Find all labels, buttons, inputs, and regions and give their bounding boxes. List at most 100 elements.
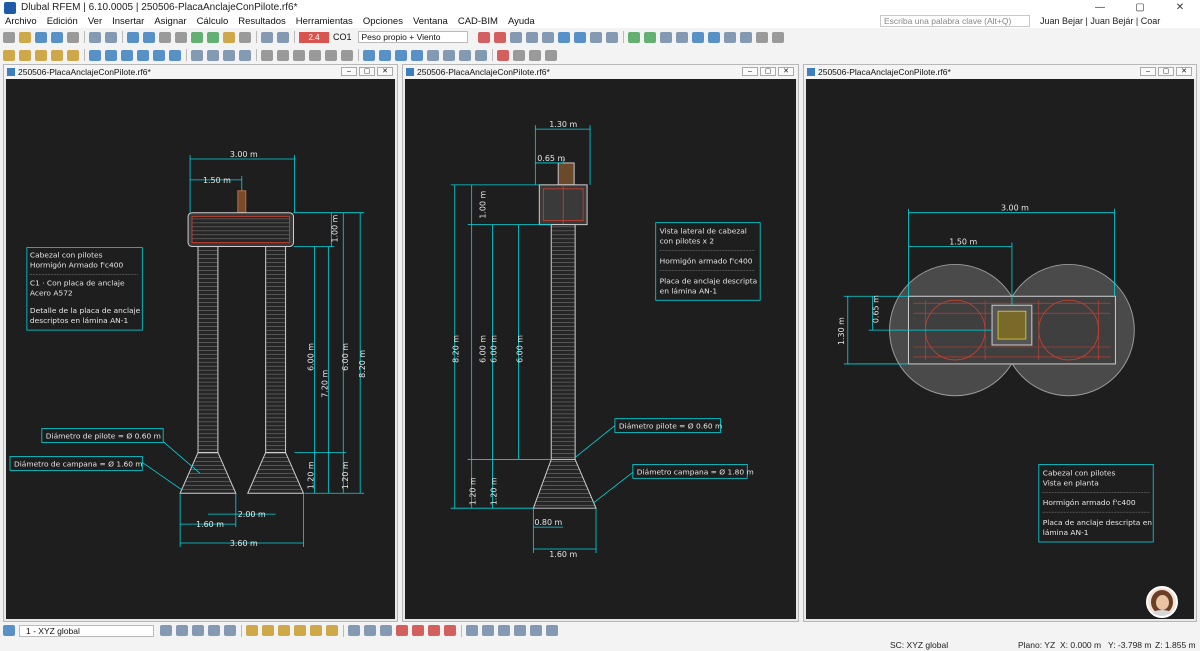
array-icon[interactable] [514,625,526,636]
model-view-icon[interactable] [127,31,139,43]
support-icon[interactable] [89,49,101,61]
move-icon[interactable] [137,49,149,61]
menu-calculo[interactable]: Cálculo [196,16,229,27]
save-icon[interactable] [35,31,47,43]
workplane-icon[interactable] [659,31,672,43]
mirror-icon[interactable] [169,49,181,61]
fillet-icon[interactable] [428,625,440,636]
explode-icon[interactable] [498,625,510,636]
select-all-icon[interactable] [223,49,235,61]
visibility-icon[interactable] [771,31,784,43]
render-icon[interactable] [277,31,289,43]
numbering-icon[interactable] [427,49,439,61]
view-close-button[interactable]: ✕ [778,67,794,76]
zoom-window-icon[interactable] [341,49,353,61]
view-restore-button[interactable]: ▢ [359,67,375,76]
view-restore-button[interactable]: ▢ [1158,67,1174,76]
view-iso-icon[interactable] [309,49,321,61]
close-button[interactable]: ✕ [1175,2,1185,13]
redo-icon[interactable] [105,31,117,43]
draw-spline-icon[interactable] [310,625,322,636]
hinge-icon[interactable] [105,49,117,61]
guideline-icon[interactable] [723,31,736,43]
section-icon[interactable] [557,31,570,43]
dimension-icon[interactable] [691,31,704,43]
model-canvas[interactable]: 3.00 m 1.50 m 2.00 m 1.60 m 3.60 m 1.00 … [6,79,395,619]
table-view-icon[interactable] [143,31,155,43]
undo-icon[interactable] [89,31,101,43]
draw-circle-icon[interactable] [278,625,290,636]
ortho-icon[interactable] [364,625,376,636]
scale-icon[interactable] [605,31,618,43]
align-icon[interactable] [546,625,558,636]
window-split-icon[interactable] [545,49,557,61]
delete-icon[interactable] [497,49,509,61]
view-z-icon[interactable] [293,49,305,61]
deformation-icon[interactable] [525,31,538,43]
snap-midpoint-icon[interactable] [208,625,220,636]
coordinates-icon[interactable] [675,31,688,43]
menu-ver[interactable]: Ver [87,16,103,27]
maximize-button[interactable]: ▢ [1135,2,1145,13]
clipping-plane-icon[interactable] [411,49,423,61]
panel-icon[interactable] [175,31,187,43]
report-icon[interactable] [239,31,251,43]
join-icon[interactable] [482,625,494,636]
surface-icon[interactable] [51,49,63,61]
window-tile-icon[interactable] [529,49,541,61]
values-icon[interactable] [541,31,554,43]
menu-ayuda[interactable]: Ayuda [507,16,535,27]
wireframe-icon[interactable] [363,49,375,61]
minimize-button[interactable]: — [1095,2,1105,13]
view-x-icon[interactable] [261,49,273,61]
menu-ventana[interactable]: Ventana [412,16,448,27]
node-icon[interactable] [3,49,15,61]
select-window-icon[interactable] [207,49,219,61]
measure-icon[interactable] [755,31,768,43]
snap-icon[interactable] [627,31,640,43]
draw-line-icon[interactable] [246,625,258,636]
draw-arc-icon[interactable] [262,625,274,636]
search-input[interactable]: Escriba una palabra clave (Alt+Q) [880,15,1030,27]
view-y-icon[interactable] [277,49,289,61]
assistant-avatar[interactable] [1146,586,1178,618]
model-canvas[interactable]: 3.00 m 1.50 m 1.30 m 0.65 m Cabezal con … [806,79,1194,619]
solid-render-icon[interactable] [379,49,391,61]
transparent-icon[interactable] [395,49,407,61]
next-loadcase-icon[interactable] [493,31,506,43]
member-icon[interactable] [35,49,47,61]
line-icon[interactable] [19,49,31,61]
draw-rect-icon[interactable] [326,625,338,636]
filter-icon[interactable] [573,31,586,43]
zoom-all-icon[interactable] [325,49,337,61]
menu-asignar[interactable]: Asignar [154,16,187,27]
line-grid-icon[interactable] [739,31,752,43]
results-icon[interactable] [223,31,235,43]
display-options-icon[interactable] [261,31,273,43]
open-file-icon[interactable] [19,31,31,43]
snap-grid-icon[interactable] [192,625,204,636]
snap-line-icon[interactable] [176,625,188,636]
view-window-3[interactable]: 250506-PlacaAnclajeConPilote.rf6* – ▢ ✕ [803,64,1197,622]
comment-icon[interactable] [707,31,720,43]
view-window-2[interactable]: 250506-PlacaAnclajeConPilote.rf6* – ▢ ✕ [402,64,799,622]
trim-icon[interactable] [396,625,408,636]
axes-icon[interactable] [443,49,455,61]
view-minimize-button[interactable]: – [742,67,758,76]
menu-cad-bim[interactable]: CAD-BIM [457,16,498,27]
scale-geometry-icon[interactable] [530,625,542,636]
solid-icon[interactable] [67,49,79,61]
new-file-icon[interactable] [3,31,15,43]
loadcase-select[interactable]: Peso propio + Viento [357,31,468,43]
view-close-button[interactable]: ✕ [1176,67,1192,76]
extend-icon[interactable] [412,625,424,636]
menu-resultados[interactable]: Resultados [238,16,286,27]
copy-icon[interactable] [513,49,525,61]
menu-archivo[interactable]: Archivo [5,16,37,27]
deselect-icon[interactable] [239,49,251,61]
animation-icon[interactable] [589,31,602,43]
grid-icon[interactable] [643,31,656,43]
menu-edicion[interactable]: Edición [46,16,78,27]
menu-opciones[interactable]: Opciones [362,16,403,27]
results-display-icon[interactable] [509,31,522,43]
